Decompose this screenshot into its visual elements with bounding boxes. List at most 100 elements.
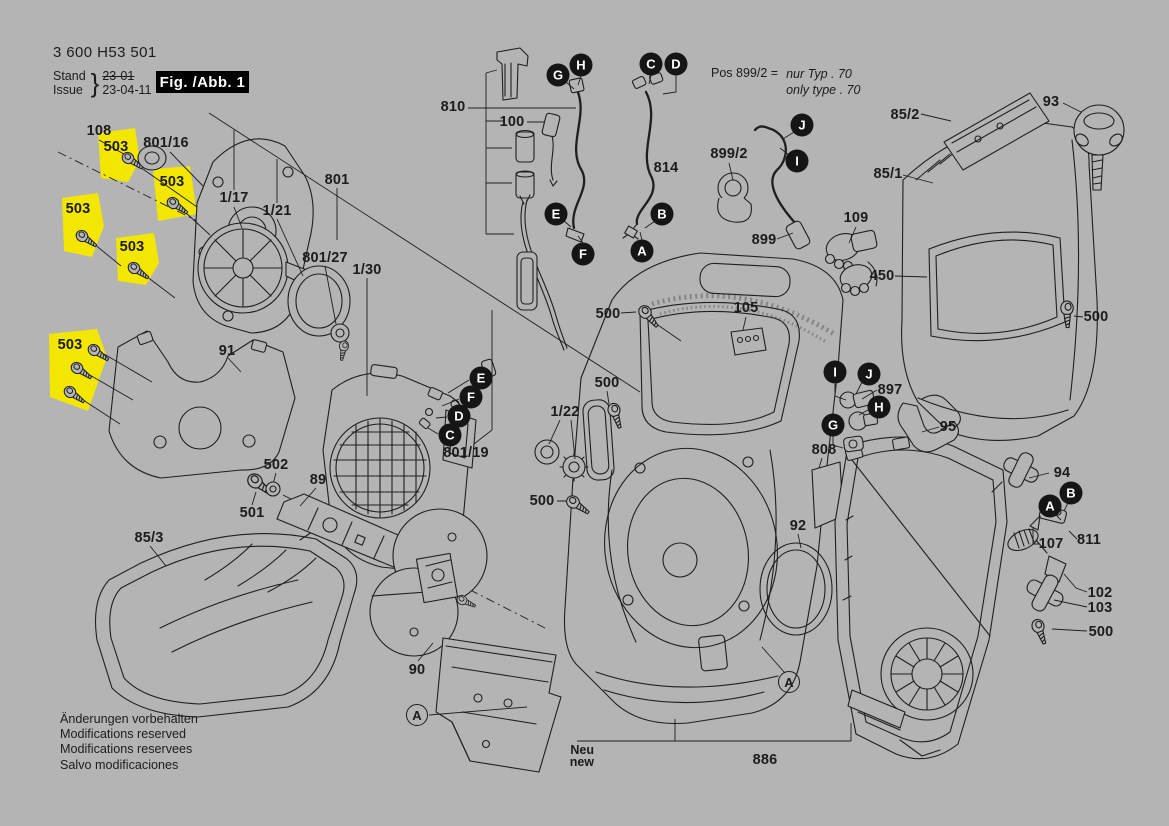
type-note-lines: nur Typ . 70 only type . 70 — [786, 66, 860, 98]
assembly-marker-C-13: C — [438, 423, 462, 447]
assembly-marker-D-3: D — [664, 52, 688, 76]
discs-90-drawing — [369, 508, 488, 657]
assembly-marker-H-16: H — [867, 395, 891, 419]
part-label-897-37: 897 — [877, 382, 903, 398]
part-label-500-23: 500 — [1083, 309, 1109, 325]
revision-values: 23-01 23-04-11 — [102, 69, 151, 97]
type-note-prefix: Pos 899/2 = — [711, 66, 779, 80]
leader-lines — [79, 74, 1088, 742]
assembly-marker-I-9: I — [785, 149, 809, 173]
part-label-1-17-7: 1/17 — [219, 190, 249, 206]
assembly-marker-J-8: J — [790, 113, 814, 137]
assembly-marker-F-11: F — [459, 385, 483, 409]
part-label-95-38: 95 — [939, 419, 957, 435]
assembly-marker-D-12: D — [447, 404, 471, 428]
assembly-marker-G-17: G — [821, 413, 845, 437]
connector-109-drawing — [824, 229, 878, 297]
part-label-503-3: 503 — [159, 174, 185, 190]
footer-line-de: Änderungen vorbehalten — [60, 712, 198, 726]
footer-line-fr: Modifications reservees — [60, 742, 193, 757]
modifications-note: Änderungen vorbehalten Modifications res… — [60, 712, 198, 773]
document-header: 3 600 H53 501 Stand Issue } 23-01 23-04-… — [53, 44, 157, 97]
assembly-marker-C-2: C — [639, 52, 663, 76]
part-label-85-1-21: 85/1 — [873, 166, 903, 182]
part-label-801-9: 801 — [324, 172, 350, 188]
cable-899-drawing — [717, 125, 811, 250]
lid-85-2-drawing — [943, 92, 1050, 171]
part-label-886-45: 886 — [752, 752, 778, 768]
assembly-marker-J-15: J — [857, 362, 881, 386]
part-label-500-26: 500 — [529, 493, 555, 509]
type-note-line2: only type . 70 — [786, 83, 861, 97]
issue-label: Issue — [53, 83, 83, 97]
part-label-92-35: 92 — [789, 518, 807, 534]
footer-line-es: Salvo modificaciones — [60, 757, 179, 772]
part-label-503-5: 503 — [119, 239, 145, 255]
part-label-100-14: 100 — [499, 114, 525, 130]
part-label-85-2-20: 85/2 — [890, 107, 920, 123]
parts-1-22-drawing — [534, 439, 589, 482]
part-label-89-31: 89 — [309, 472, 327, 488]
small-parts-right-drawing — [991, 452, 1067, 612]
part-label-500-24: 500 — [595, 306, 621, 322]
part-label-811-41: 811 — [1077, 532, 1101, 548]
part-label-93-22: 93 — [1042, 94, 1060, 110]
ring-92-drawing — [759, 542, 833, 636]
neu-line-de: Neu — [570, 743, 594, 757]
knob-93-drawing — [1073, 104, 1125, 191]
part-label-801-16-2: 801/16 — [143, 135, 189, 151]
part-label-801-27-10: 801/27 — [302, 250, 348, 266]
assembly-marker-I-14: I — [823, 360, 847, 384]
part-label-808-36: 808 — [811, 442, 837, 458]
part-label-801-19-34: 801/19 — [443, 445, 489, 461]
part-label-109-18: 109 — [843, 210, 869, 226]
part-label-814-15: 814 — [653, 160, 679, 176]
assembly-marker-A-7: A — [630, 239, 654, 263]
part-label-105-27: 105 — [733, 300, 759, 316]
part-label-500-25: 500 — [594, 375, 620, 391]
bracket-91-drawing — [108, 330, 296, 479]
part-label-103-43: 103 — [1087, 600, 1113, 616]
assembly-marker-E-4: E — [544, 202, 568, 226]
part-label-108-0: 108 — [86, 123, 112, 139]
tray-85-3-drawing — [94, 531, 358, 718]
part-label-94-39: 94 — [1053, 465, 1071, 481]
part-label-502-29: 502 — [263, 457, 289, 473]
assembly-marker-F-5: F — [571, 242, 595, 266]
assembly-marker-E-10: E — [469, 366, 493, 390]
part-label-450-19: 450 — [869, 268, 895, 284]
switch-parts-810-100-drawing — [485, 47, 568, 351]
issue-value: 23-04-11 — [102, 83, 152, 97]
part-label-91-12: 91 — [218, 343, 236, 359]
cable-814-drawing — [622, 72, 664, 240]
assembly-marker-A-20: A — [406, 704, 428, 726]
assembly-marker-H-1: H — [569, 53, 593, 77]
part-label-899-2-16: 899/2 — [710, 146, 748, 162]
part-label-899-17: 899 — [751, 232, 777, 248]
revision-block: Stand Issue } 23-01 23-04-11 — [53, 69, 157, 97]
screws-layer — [61, 149, 1075, 647]
part-label-90-33: 90 — [408, 662, 426, 678]
part-label-503-1: 503 — [103, 139, 129, 155]
assembly-marker-A-18: A — [1038, 494, 1062, 518]
highlight-patches — [49, 128, 197, 411]
neu-label: Neu new — [550, 743, 594, 769]
assembly-marker-A-21: A — [778, 671, 800, 693]
part-label-102-42: 102 — [1087, 585, 1113, 601]
stand-label: Stand — [53, 69, 86, 83]
part-label-503-4: 503 — [65, 201, 91, 217]
part-label-503-6: 503 — [57, 337, 83, 353]
assembly-marker-B-6: B — [650, 202, 674, 226]
part-label-810-13: 810 — [440, 99, 466, 115]
footer-line-en: Modifications reserved — [60, 727, 186, 742]
neu-line-en: new — [569, 755, 594, 769]
clip-95-drawing — [897, 394, 961, 453]
assembly-marker-B-19: B — [1059, 481, 1083, 505]
part-label-1-22-28: 1/22 — [550, 404, 580, 420]
chute-drawing — [435, 637, 562, 773]
assembly-marker-G-0: G — [546, 63, 570, 87]
product-code: 3 600 H53 501 — [53, 44, 157, 61]
